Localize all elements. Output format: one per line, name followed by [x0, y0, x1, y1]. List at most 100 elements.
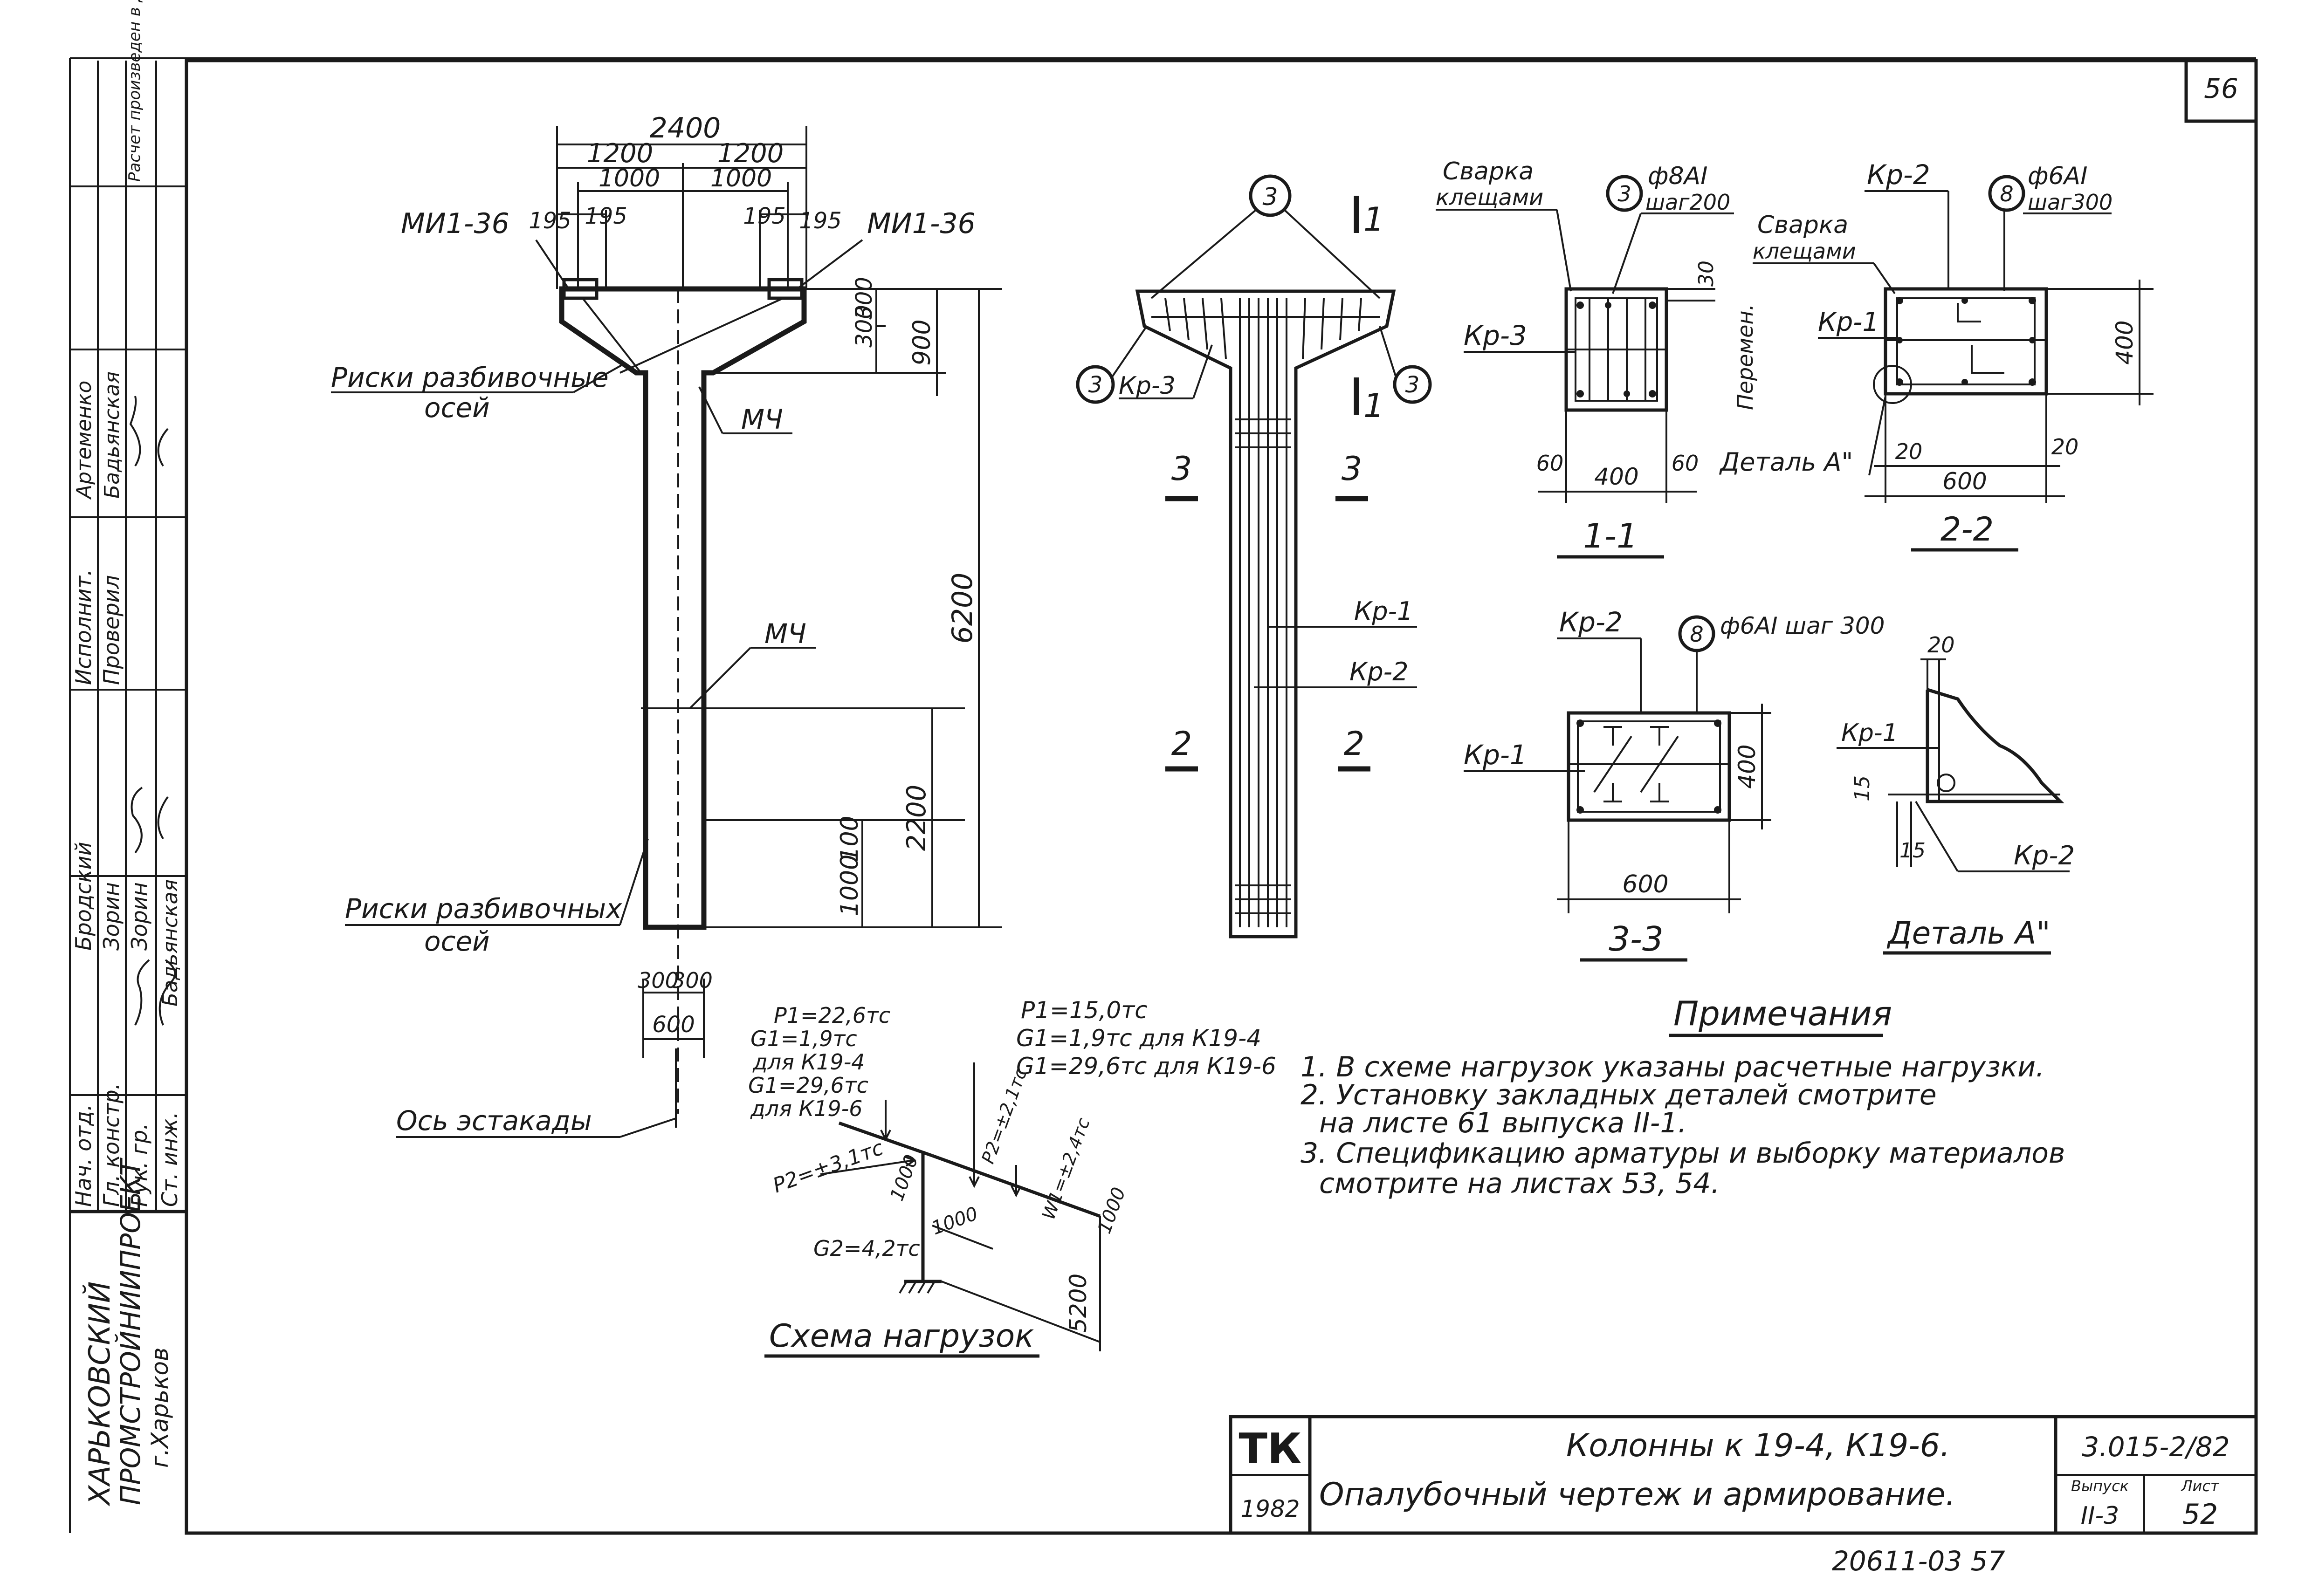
rebar-kp2-label: Кр-2: [1349, 657, 1408, 686]
load-dim-1000-c: 1000: [1094, 1185, 1130, 1236]
embed-label-right: МИ1-36: [867, 207, 976, 240]
section-2-2-outline: [1884, 287, 2048, 396]
sheet-number-box: 56: [2184, 59, 2258, 123]
dim-900: 900: [908, 319, 936, 365]
title-line-1: Колонны к 19-4, К19-6.: [1566, 1427, 1950, 1464]
sheet-frame: [185, 59, 2258, 1535]
dim-2200: 2200: [901, 785, 932, 851]
s11-bar: ф8АI: [1648, 162, 1707, 190]
rebar-kp3-label: Кр-3: [1119, 372, 1176, 400]
stamp-role-2: Гл. констр.: [99, 1083, 124, 1207]
s33-dim-600: 600: [1622, 870, 1668, 898]
load-title: Схема нагрузок: [769, 1318, 1034, 1355]
detail-title: Деталь А": [1886, 915, 2051, 951]
stamp-role-4: Ст. инж.: [157, 1112, 182, 1207]
s11-dim-30: 30: [1694, 260, 1718, 287]
stamp-org-line-3: г.Харьков: [146, 1347, 173, 1468]
s22-title: 2-2: [1940, 510, 1994, 548]
load-left-4: для К19-6: [750, 1096, 863, 1121]
detail-kp1: Кр-1: [1841, 719, 1898, 747]
section-mark-2-left: 2: [1171, 725, 1192, 763]
s22-welding-2: клещами: [1753, 239, 1856, 264]
stamp-role-1: Нач. отд.: [71, 1104, 96, 1207]
s11-dim-60-right: 60: [1672, 451, 1699, 476]
stamp-name-6: Бадьянская: [100, 371, 124, 499]
s22-dim-400: 400: [2111, 320, 2138, 364]
title-block: ТК 1982 Колонны к 19-4, К19-6. Опалубочн…: [1229, 1415, 2258, 1535]
s11-step: шаг200: [1645, 190, 1730, 215]
note-1: 1. В схеме нагрузок указаны расчетные на…: [1300, 1051, 2044, 1083]
load-right-1: G1=1,9тс для К19-4: [1016, 1025, 1261, 1052]
rebar-bubble-left: 3: [1088, 372, 1103, 398]
section-3-3-outline: [1567, 711, 1731, 822]
section-mark-3-right: 3: [1342, 450, 1362, 488]
load-right-0: P1=15,0тс: [1021, 997, 1148, 1024]
load-left-2: для К19-4: [752, 1049, 865, 1075]
section-mark-3-left: 3: [1171, 450, 1192, 488]
load-w1: W1=±2,4тс: [1038, 1115, 1094, 1222]
s22-dim-600: 600: [1942, 468, 1987, 495]
marks-top-line-1: Риски разбивочные: [331, 362, 609, 393]
s11-welding-2: клещами: [1436, 185, 1543, 211]
section-3-3: Кр-2 8 ф6АI шаг 300 Кр-1 400 600 3-3: [1464, 606, 1885, 962]
detail-kp2: Кр-2: [2014, 841, 2075, 871]
rebar-kp1-label: Кр-1: [1354, 596, 1413, 626]
dim-195-a: 195: [529, 208, 571, 234]
sheet-number: 56: [2204, 73, 2238, 104]
m4-middle-label: МЧ: [764, 618, 806, 650]
dim-1000-right: 1000: [710, 164, 772, 192]
stamp-note: Расчет произведен в ДМИТРе по программе …: [125, 0, 144, 182]
stamp-name-1: Бродский: [71, 842, 96, 951]
dim-1200-left: 1200: [587, 138, 654, 169]
s11-dim-400: 400: [1594, 463, 1638, 490]
s11-variable: Перемен.: [1733, 304, 1758, 410]
note-2: 2. Установку закладных деталей смотрите: [1300, 1079, 1937, 1111]
title-issue-label: Выпуск: [2071, 1477, 2129, 1495]
s33-title: 3-3: [1609, 919, 1664, 959]
title-doc-code: 3.015-2/82: [2082, 1431, 2229, 1463]
note-3: на листе 61 выпуска II-1.: [1319, 1107, 1687, 1139]
section-2-2: Кр-2 8 ф6АI шаг300 Сварка клещами Кр-1 4…: [1753, 159, 2154, 552]
stamp-name-5: Артеменко: [72, 381, 96, 500]
load-dim-1000-a: 1000: [886, 1152, 922, 1204]
s33-kp1: Кр-1: [1464, 739, 1527, 771]
section-mark-1-top: 1: [1363, 200, 1384, 239]
s22-bubble: 8: [2000, 181, 2013, 206]
dim-300-b: 300: [851, 277, 877, 320]
s22-welding-1: Сварка: [1757, 211, 1848, 239]
section-mark-2-right: 2: [1344, 725, 1365, 763]
s22-bar: ф6АI: [2028, 162, 2087, 190]
load-left-0: P1=22,6тс: [774, 1003, 890, 1028]
dim-bottom-600: 600: [652, 1012, 695, 1038]
s22-dim-20-left: 20: [1895, 439, 1923, 464]
s33-kp2: Кр-2: [1559, 606, 1623, 638]
axis-label: Ось эстакады: [396, 1105, 592, 1137]
rebar-view: 3 3 3 Кр-3 1 1 3 3 2 2 Кр-1 Кр-2: [1076, 174, 1432, 938]
dim-2400: 2400: [650, 112, 721, 144]
title-line-2: Опалубочный чертеж и армирование.: [1319, 1476, 1955, 1513]
detail-dim-15b: 15: [1899, 839, 1926, 863]
stamp-org-line-1: ХАРЬКОВСКИЙ: [82, 1281, 117, 1507]
dim-1000-left: 1000: [599, 164, 660, 192]
stamp-org-line-2: ПРОМСТРОЙНИИПРОЕКТ: [114, 1157, 146, 1505]
title-year: 1982: [1240, 1495, 1300, 1522]
load-scheme: P1=22,6тс G1=1,9тс для К19-4 G1=29,6тс д…: [748, 997, 1276, 1358]
dim-100: 100: [836, 815, 864, 862]
s33-bubble: 8: [1690, 622, 1703, 647]
title-sheet-label: Лист: [2181, 1477, 2219, 1495]
detail-a-outline: [1926, 688, 2064, 803]
rebar-bubble-top: 3: [1262, 183, 1278, 211]
notes: Примечания 1. В схеме нагрузок указаны р…: [1300, 994, 2065, 1200]
s11-title: 1-1: [1583, 516, 1638, 555]
dim-195-d: 195: [799, 208, 842, 234]
detail-dim-15a: 15: [1851, 775, 1874, 801]
marks-bottom-line-2: осей: [424, 925, 490, 957]
s11-welding-1: Сварка: [1443, 158, 1534, 185]
load-dim-5200: 5200: [1065, 1274, 1092, 1333]
dim-300-a: 300: [851, 305, 877, 348]
load-left-3: G1=29,6тс: [748, 1073, 868, 1098]
load-right-2: G1=29,6тс для К19-6: [1016, 1053, 1276, 1080]
dim-6200: 6200: [946, 573, 979, 644]
front-view: 2400 1200 1200 1000 1000 195 195 195 195…: [331, 112, 1002, 1138]
